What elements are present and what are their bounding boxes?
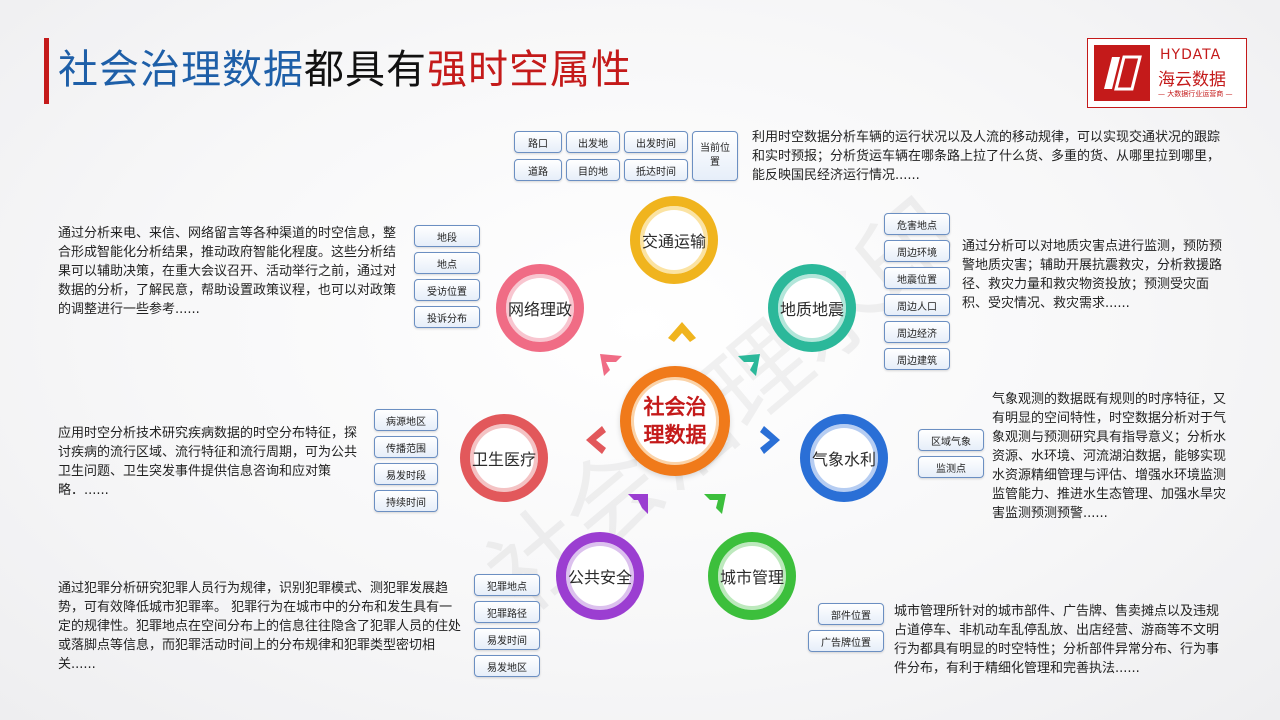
tag-geo-3: 地震位置 xyxy=(884,267,950,289)
logo-text-cn: 海云数据 xyxy=(1158,70,1226,90)
node-health-label: 卫生医疗 xyxy=(471,450,536,469)
node-security: 公共安全 xyxy=(556,532,644,620)
arrow-right-icon xyxy=(760,426,780,454)
tag-city-1: 部件位置 xyxy=(818,603,884,625)
tag-traffic-2: 出发地 xyxy=(566,131,620,153)
desc-city: 城市管理所针对的城市部件、广告牌、售卖摊点以及违规占道停车、非机动车乱停乱放、出… xyxy=(894,604,1220,676)
tag-security-2: 犯罪路径 xyxy=(474,601,540,623)
title-part-2: 都具有 xyxy=(304,47,427,93)
hydata-logo: HYDATA 海云数据 — 大数据行业运营商 — xyxy=(1087,38,1247,108)
arrow-downright-icon xyxy=(704,494,726,514)
tag-geo-5: 周边经济 xyxy=(884,321,950,343)
center-hub: 社会治 理数据 xyxy=(620,366,730,476)
node-gov-label: 网络理政 xyxy=(507,300,572,319)
tag-city-2: 广告牌位置 xyxy=(808,630,884,652)
node-geo: 地质地震 xyxy=(768,264,856,352)
tag-health-4: 持续时间 xyxy=(374,490,438,512)
tag-traffic-5: 道路 xyxy=(514,159,562,181)
tag-health-3: 易发时段 xyxy=(374,463,438,485)
node-gov: 网络理政 xyxy=(496,264,584,352)
desc-weather: 气象观测的数据既有规则的时序特征，又有明显的空间特性，时空数据分析对于气象观测与… xyxy=(992,392,1227,521)
desc-health: 应用时空分析技术研究疾病数据的时空分布特征，探讨疾病的流行区域、流行特征和流行周… xyxy=(58,426,358,498)
tag-gov-4: 投诉分布 xyxy=(414,306,480,328)
arrow-downleft-icon xyxy=(628,494,648,514)
desc-security: 通过犯罪分析研究犯罪人员行为规律，识别犯罪模式、测犯罪发展趋势，可有效降低城市犯… xyxy=(58,581,462,672)
tag-security-1: 犯罪地点 xyxy=(474,574,540,596)
tag-health-1: 病源地区 xyxy=(374,409,438,431)
page-title: 社会治理数据都具有强时空属性 xyxy=(58,44,632,96)
tag-weather-2: 监测点 xyxy=(918,456,984,478)
tag-traffic-4-text: 当前位置 xyxy=(700,143,730,168)
arrow-upright-icon xyxy=(738,354,760,376)
tag-traffic-6: 目的地 xyxy=(566,159,620,181)
logo-text-en: HYDATA xyxy=(1160,47,1222,63)
tag-geo-1: 危害地点 xyxy=(884,213,950,235)
tag-traffic-1: 路口 xyxy=(514,131,562,153)
arrow-up-icon xyxy=(668,322,696,342)
node-traffic: 交通运输 xyxy=(630,196,718,284)
tag-weather-1: 区域气象 xyxy=(918,429,984,451)
node-geo-label: 地质地震 xyxy=(779,300,844,319)
node-city-label: 城市管理 xyxy=(719,568,784,587)
tag-geo-6: 周边建筑 xyxy=(884,348,950,370)
tag-security-4: 易发地区 xyxy=(474,655,540,677)
title-accent-bar xyxy=(44,38,49,104)
desc-gov: 通过分析来电、来信、网络留言等各种渠道的时空信息，整合形成智能化分析结果，推动政… xyxy=(58,226,397,317)
title-part-3: 强时空属性 xyxy=(427,47,632,93)
arrow-left-icon xyxy=(586,426,606,454)
desc-traffic: 利用时空数据分析车辆的运行状况以及人流的移动规律，可以实现交通状况的跟踪和实时预… xyxy=(752,130,1221,183)
tag-security-3: 易发时间 xyxy=(474,628,540,650)
tag-traffic-4: 当前位置 xyxy=(692,131,738,181)
node-city: 城市管理 xyxy=(708,532,796,620)
tag-traffic-7: 抵达时间 xyxy=(624,159,688,181)
arrow-upleft-icon xyxy=(600,354,622,376)
tag-geo-2: 周边环境 xyxy=(884,240,950,262)
node-weather: 气象水利 xyxy=(800,414,888,502)
tag-traffic-3: 出发时间 xyxy=(624,131,688,153)
center-hub-line-2: 理数据 xyxy=(643,423,707,447)
tag-gov-1: 地段 xyxy=(414,225,480,247)
title-part-1: 社会治理数据 xyxy=(58,47,304,93)
tag-health-2: 传播范围 xyxy=(374,436,438,458)
logo-mark-icon xyxy=(1094,45,1150,101)
node-traffic-label: 交通运输 xyxy=(641,232,706,251)
center-hub-line-1: 社会治 xyxy=(643,395,707,419)
tag-gov-3: 受访位置 xyxy=(414,279,480,301)
node-health: 卫生医疗 xyxy=(460,414,548,502)
logo-tagline: — 大数据行业运营商 — xyxy=(1158,90,1233,98)
node-security-label: 公共安全 xyxy=(567,568,632,587)
tag-gov-2: 地点 xyxy=(414,252,480,274)
tag-geo-4: 周边人口 xyxy=(884,294,950,316)
desc-geo: 通过分析可以对地质灾害点进行监测，预防预警地质灾害；辅助开展抗震救灾，分析救援路… xyxy=(962,239,1223,311)
node-weather-label: 气象水利 xyxy=(811,450,876,469)
